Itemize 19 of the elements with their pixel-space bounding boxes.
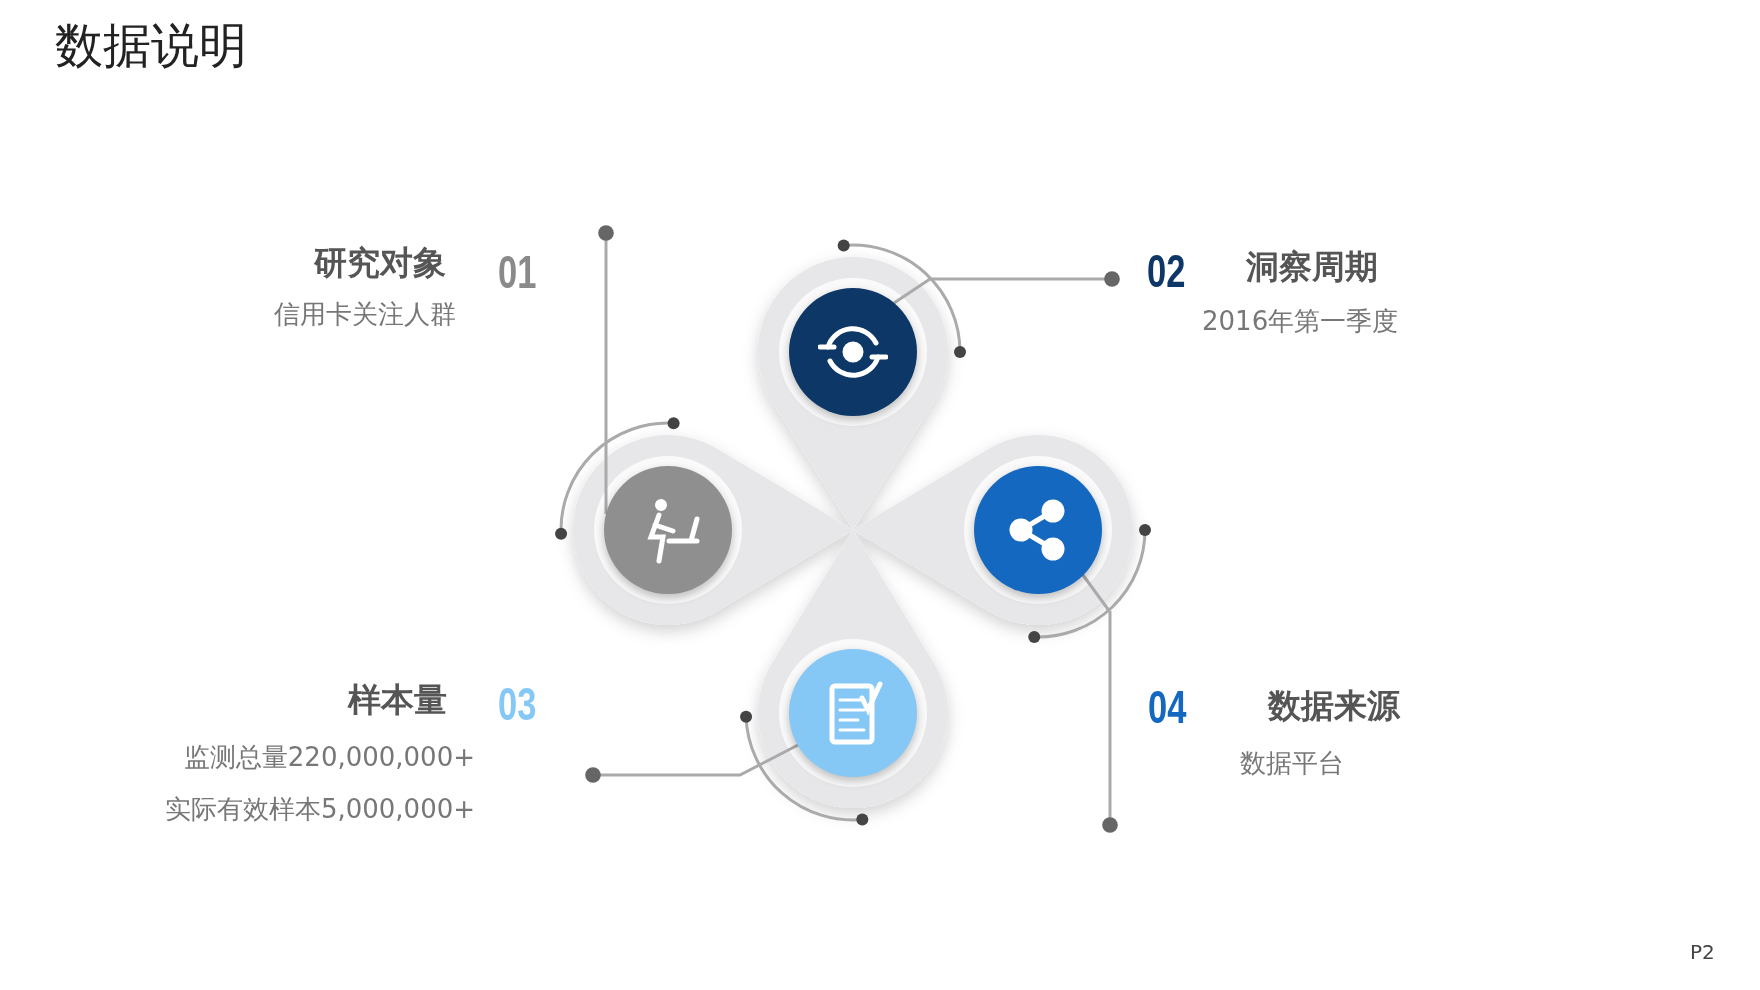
description-text: 信用卡关注人群: [274, 298, 456, 331]
step-number: 02: [1147, 244, 1186, 298]
description-text: 监测总量220,000,000+: [183, 741, 475, 774]
section-heading: 洞察周期: [1246, 246, 1378, 288]
description-text: 2016年第一季度: [1202, 305, 1399, 338]
page-title: 数据说明: [55, 16, 247, 75]
step-number: 04: [1148, 680, 1187, 734]
step-number: 03: [498, 677, 537, 731]
step-number: 01: [498, 245, 537, 299]
section-heading: 研究对象: [314, 242, 446, 284]
leader-line: [893, 271, 1120, 305]
section-heading: 数据来源: [1268, 685, 1400, 727]
leader-line: [598, 225, 614, 514]
leader-line: [1081, 574, 1118, 833]
leader-line: [585, 743, 799, 783]
description-text: 实际有效样本5,000,000+: [164, 793, 475, 826]
description-text: 数据平台: [1240, 747, 1344, 780]
page-number: P2: [1690, 940, 1715, 964]
section-heading: 样本量: [348, 679, 447, 721]
